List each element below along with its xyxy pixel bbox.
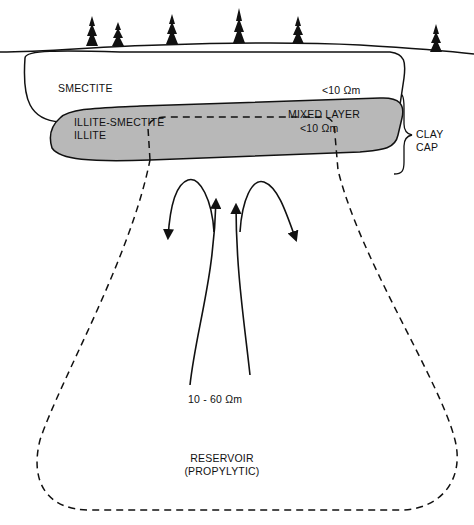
outflow-arrow xyxy=(240,182,296,240)
resistivity-value: 10 - 60 Ωm xyxy=(188,393,268,406)
reservoir-outline-path xyxy=(37,117,457,510)
tree-symbol xyxy=(430,24,442,52)
layer-name: SMECTITE xyxy=(58,82,148,95)
tree-symbol xyxy=(292,16,304,44)
tree-symbol xyxy=(112,22,124,46)
resistivity-value: <10 Ωm xyxy=(300,122,360,135)
zone-name: RESERVOIR (PROPYLYTIC) xyxy=(172,452,272,478)
clay-cap-label: CLAY CAP xyxy=(416,128,460,154)
reservoir-outline: 10 - 60 Ωm RESERVOIR (PROPYLYTIC) xyxy=(25,110,465,515)
mixed-layer: ILLITE-SMECTITE ILLITE MIXED LAYER<10 Ωm xyxy=(45,92,410,167)
tree-symbol xyxy=(233,8,245,43)
outflow-arrow xyxy=(168,180,214,238)
upflow-arrow xyxy=(190,200,216,385)
upflow-arrow xyxy=(236,205,250,375)
layer-name: MIXED LAYER xyxy=(288,108,378,121)
resistivity-value: <10 Ωm xyxy=(322,84,392,97)
tree-symbol xyxy=(166,14,178,44)
tree-symbol xyxy=(86,16,98,46)
trees xyxy=(86,8,442,52)
layer-name: ILLITE-SMECTITE ILLITE xyxy=(74,116,182,142)
mixed-layer-path xyxy=(50,98,402,161)
